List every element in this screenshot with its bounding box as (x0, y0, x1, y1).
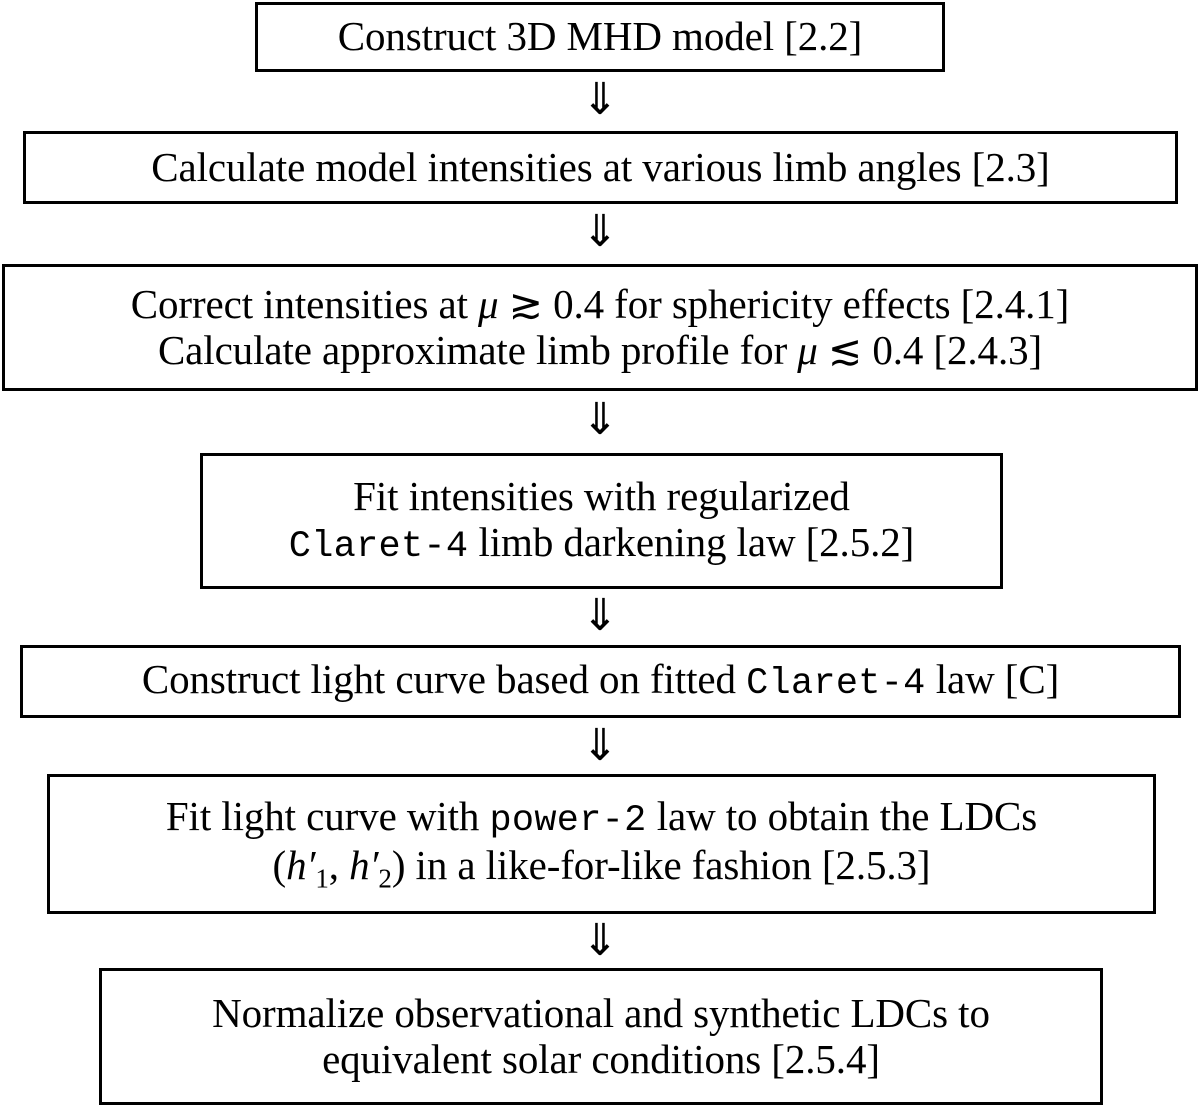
flowchart-node-calculate-model-intensities: Calculate model intensities at various l… (23, 131, 1178, 204)
node-line: Construct 3D MHD model [2.2] (337, 13, 863, 60)
code-token-claret-4: Claret-4 (288, 525, 469, 568)
math-symbol-mu: μ (478, 280, 499, 327)
node-line: equivalent solar conditions [2.5.4] (322, 1035, 880, 1082)
node-text-segment: law to obtain the LDCs (646, 793, 1038, 840)
prime-mark: ′ (369, 841, 379, 888)
flowchart-node-construct-3d-mhd-model: Construct 3D MHD model [2.2] (255, 2, 945, 72)
node-text-segment: ≲ 0.4 [2.4.3] (817, 326, 1043, 373)
flowchart-node-fit-intensities-claret4: Fit intensities with regularized Claret-… (200, 453, 1003, 589)
node-text-segment: ( (272, 841, 287, 888)
node-line: (h′1, h′2) in a like-for-like fashion [2… (272, 841, 931, 894)
flow-arrow-down-icon: ⇓ (581, 74, 619, 125)
node-text-segment: limb darkening law [2.5.2] (468, 518, 915, 565)
flow-arrow-down-icon: ⇓ (581, 915, 619, 966)
node-text-segment: , (328, 841, 350, 888)
flowchart-node-correct-intensities-sphericity: Correct intensities at μ ≳ 0.4 for spher… (2, 264, 1198, 391)
flow-arrow-down-icon: ⇓ (581, 590, 619, 641)
math-symbol-mu: μ (797, 326, 818, 373)
node-line: Construct light curve based on fitted Cl… (141, 656, 1060, 706)
flowchart-node-construct-light-curve: Construct light curve based on fitted Cl… (20, 645, 1181, 718)
node-line: Normalize observational and synthetic LD… (212, 989, 990, 1036)
prime-mark: ′ (306, 841, 316, 888)
math-symbol-h-prime-1: h (286, 841, 307, 888)
math-symbol-h-prime-2: h (349, 841, 370, 888)
node-text-segment: Correct intensities at (130, 280, 479, 327)
flow-arrow-down-icon: ⇓ (581, 206, 619, 257)
code-token-claret-4: Claret-4 (746, 663, 926, 706)
node-text-segment: Fit light curve with (165, 793, 490, 840)
code-token-power-2: power-2 (489, 800, 647, 843)
node-line: Claret-4 limb darkening law [2.5.2] (288, 518, 915, 568)
node-line: Calculate model intensities at various l… (151, 143, 1050, 190)
node-text-segment: ) in a like-for-like fashion [2.5.3] (391, 841, 931, 888)
node-text-segment: Calculate approximate limb profile for (157, 326, 798, 373)
subscript-2: 2 (378, 863, 392, 894)
node-text-segment: law [C] (925, 656, 1060, 703)
subscript-1: 1 (315, 863, 329, 894)
node-text-segment: Construct light curve based on fitted (141, 656, 747, 703)
node-line: Correct intensities at μ ≳ 0.4 for spher… (130, 280, 1070, 328)
node-line: Fit light curve with power-2 law to obta… (165, 793, 1038, 843)
node-line: Fit intensities with regularized (353, 472, 850, 519)
flowchart-node-fit-light-curve-power2: Fit light curve with power-2 law to obta… (47, 774, 1156, 914)
node-line: Calculate approximate limb profile for μ… (157, 326, 1043, 374)
flowchart-node-normalize-ldcs: Normalize observational and synthetic LD… (99, 968, 1103, 1105)
flow-arrow-down-icon: ⇓ (581, 720, 619, 771)
flow-arrow-down-icon: ⇓ (581, 394, 619, 445)
node-text-segment: ≳ 0.4 for sphericity effects [2.4.1] (498, 280, 1070, 327)
